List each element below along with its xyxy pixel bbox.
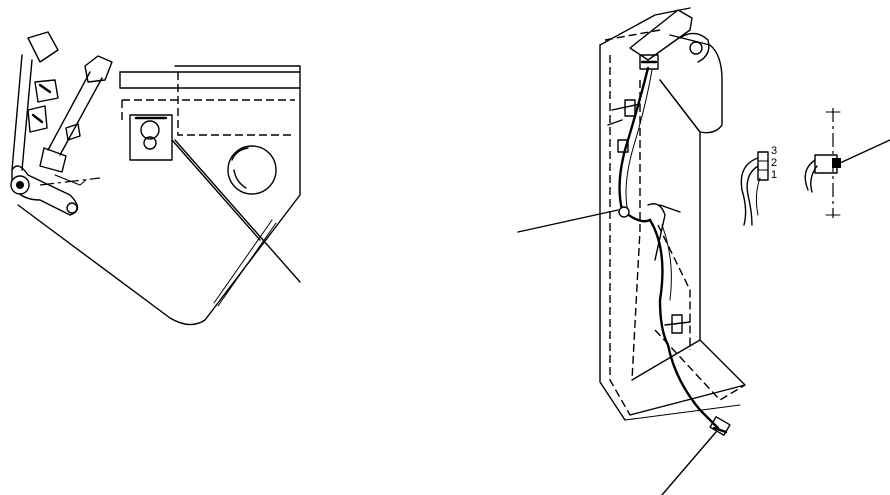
bolt xyxy=(143,136,157,150)
side-panel xyxy=(17,71,301,326)
pin-label-2: 2 xyxy=(771,157,777,169)
mounted-connector-detail xyxy=(804,108,890,218)
linkage-arm xyxy=(11,54,103,171)
connector-body xyxy=(757,151,769,181)
top-bracket xyxy=(629,9,693,61)
leader-line-right xyxy=(839,139,890,164)
bracket xyxy=(129,114,261,241)
connector-wires xyxy=(740,157,759,226)
pin-label-1: 1 xyxy=(771,169,777,181)
round-hole xyxy=(227,145,277,195)
left-assembly xyxy=(10,31,301,326)
top-connector xyxy=(639,54,659,70)
leader-line xyxy=(174,139,301,283)
column-hidden-edges xyxy=(609,55,746,416)
upper-block xyxy=(27,31,113,83)
connector-detail: 3 2 1 xyxy=(740,145,777,226)
right-assembly xyxy=(517,7,746,495)
leader-line-left xyxy=(517,209,619,233)
bottom-connector xyxy=(709,416,731,436)
pin-label-3: 3 xyxy=(771,145,777,157)
hidden-outline xyxy=(121,72,295,136)
leader-line-bottom xyxy=(661,431,717,495)
column-outline xyxy=(599,44,626,421)
